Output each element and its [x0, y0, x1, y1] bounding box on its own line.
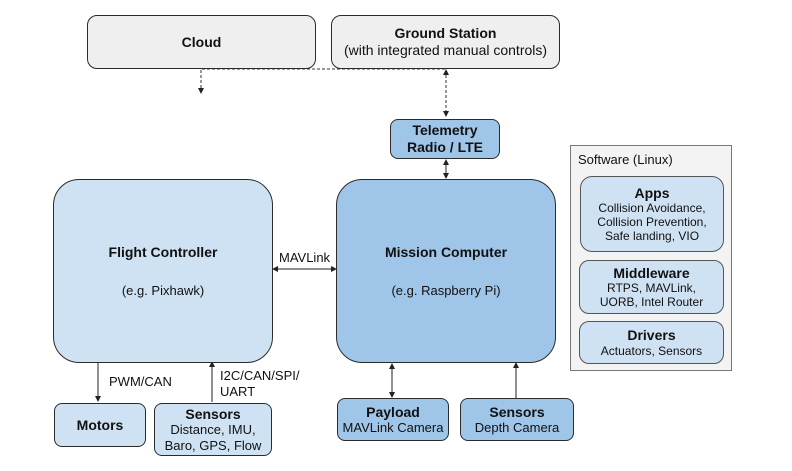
cloud-link-dashed: [198, 68, 446, 94]
payload-line1: MAVLink Camera: [342, 420, 444, 436]
apps-title: Apps: [634, 184, 670, 201]
cloud-title: Cloud: [181, 33, 222, 50]
telemetry-title-line2: Radio / LTE: [407, 139, 483, 155]
mission-computer-subtitle: (e.g. Raspberry Pi): [391, 282, 501, 298]
motors-title: Motors: [76, 416, 124, 433]
fc-sensors-title: Sensors: [185, 405, 241, 422]
sensor-bus-edge-label-line2: UART: [220, 384, 256, 399]
software-panel-title: Software (Linux): [578, 152, 673, 167]
payload-node: Payload MAVLink Camera: [337, 398, 449, 441]
telemetry-node: Telemetry Radio / LTE: [390, 119, 500, 159]
fc-sensors-line2: Baro, GPS, Flow: [164, 437, 262, 453]
apps-line3: Safe landing, VIO: [604, 229, 700, 244]
fc-sensors-line1: Distance, IMU,: [170, 422, 256, 438]
fc-sensors-node: Sensors Distance, IMU, Baro, GPS, Flow: [154, 403, 272, 456]
mission-computer-node: Mission Computer (e.g. Raspberry Pi): [336, 179, 556, 363]
software-layer-middleware: Middleware RTPS, MAVLink, UORB, Intel Ro…: [579, 260, 724, 314]
telemetry-title-line1: Telemetry: [412, 122, 478, 139]
software-layer-drivers: Drivers Actuators, Sensors: [579, 321, 724, 364]
mc-sensors-node: Sensors Depth Camera: [460, 398, 574, 441]
mc-sensors-line1: Depth Camera: [474, 420, 560, 436]
apps-line2: Collision Prevention,: [597, 215, 707, 230]
ground-station-title: Ground Station: [394, 25, 497, 42]
motors-node: Motors: [54, 403, 146, 447]
ground-station-node: Ground Station (with integrated manual c…: [331, 15, 560, 69]
mission-computer-title: Mission Computer: [384, 244, 508, 261]
middleware-title: Middleware: [613, 264, 690, 281]
flight-controller-node: Flight Controller (e.g. Pixhawk): [53, 179, 273, 363]
drivers-line1: Actuators, Sensors: [600, 343, 703, 358]
software-layer-apps: Apps Collision Avoidance, Collision Prev…: [580, 176, 724, 252]
apps-line1: Collision Avoidance,: [598, 201, 706, 216]
payload-title: Payload: [366, 403, 420, 420]
drivers-title: Drivers: [627, 327, 676, 344]
pwm-can-edge-label: PWM/CAN: [109, 374, 172, 389]
cloud-node: Cloud: [87, 15, 316, 69]
ground-station-subtitle: (with integrated manual controls): [343, 42, 548, 58]
flight-controller-title: Flight Controller: [108, 244, 218, 261]
software-panel: Software (Linux) Apps Collision Avoidanc…: [570, 145, 732, 371]
mavlink-edge-label: MAVLink: [279, 250, 331, 265]
flight-controller-subtitle: (e.g. Pixhawk): [121, 282, 205, 298]
middleware-line1: RTPS, MAVLink,: [607, 281, 696, 296]
mc-sensors-title: Sensors: [489, 403, 545, 420]
middleware-line2: UORB, Intel Router: [599, 295, 704, 310]
sensor-bus-edge-label-line1: I2C/CAN/SPI/: [220, 368, 300, 383]
